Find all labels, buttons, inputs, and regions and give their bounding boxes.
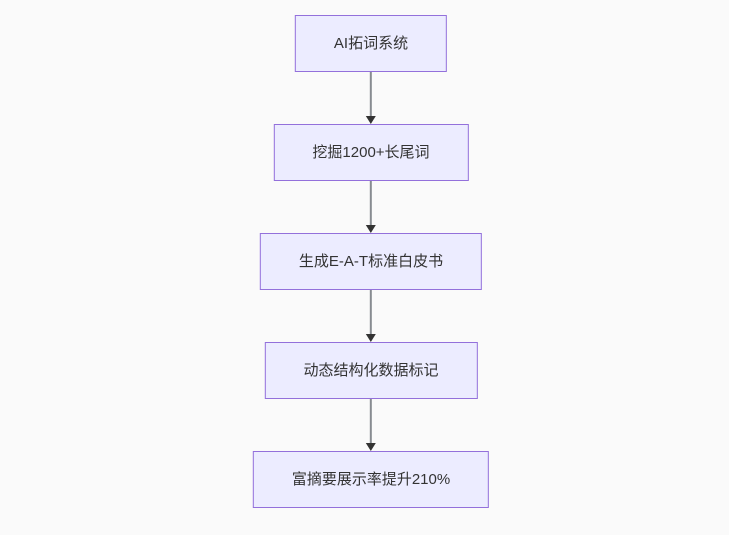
flow-node-eat-whitepaper: 生成E-A-T标准白皮书 — [259, 233, 483, 290]
flow-node-ai-keyword-system: AI拓词系统 — [294, 15, 448, 72]
flow-node-structured-data-markup: 动态结构化数据标记 — [264, 342, 478, 399]
arrow-head-icon — [366, 334, 376, 342]
arrow-line — [370, 399, 372, 444]
arrow-line — [370, 72, 372, 117]
arrow-head-icon — [366, 116, 376, 124]
flow-arrow — [366, 181, 376, 233]
arrow-line — [370, 181, 372, 226]
arrow-head-icon — [366, 225, 376, 233]
flowchart: AI拓词系统 挖掘1200+长尾词 生成E-A-T标准白皮书 动态结构化数据标记 — [252, 15, 490, 508]
flow-node-label: 生成E-A-T标准白皮书 — [298, 253, 444, 270]
flow-node-label: AI拓词系统 — [333, 35, 409, 52]
flow-node-rich-snippet-uplift: 富摘要展示率提升210% — [252, 451, 490, 508]
flow-node-label: 挖掘1200+长尾词 — [312, 144, 430, 161]
flow-node-longtail-mining: 挖掘1200+长尾词 — [273, 124, 469, 181]
flow-node-label: 富摘要展示率提升210% — [291, 471, 451, 488]
arrow-line — [370, 290, 372, 335]
flow-arrow — [366, 72, 376, 124]
flow-arrow — [366, 399, 376, 451]
arrow-head-icon — [366, 443, 376, 451]
flow-arrow — [366, 290, 376, 342]
flow-node-label: 动态结构化数据标记 — [303, 362, 439, 379]
